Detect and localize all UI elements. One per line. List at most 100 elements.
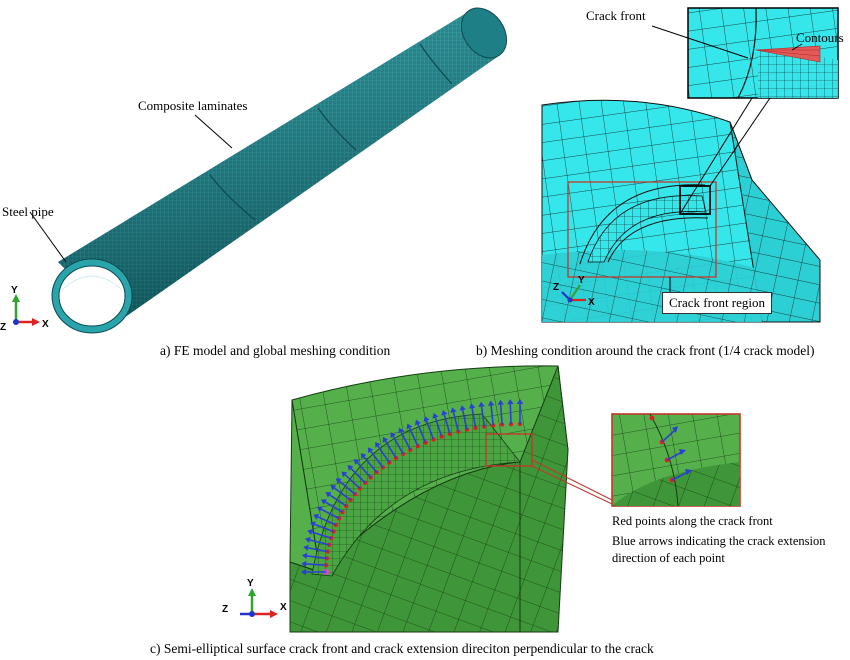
crack-extension-arrow	[350, 468, 366, 484]
crack-front-label: Crack front	[586, 8, 646, 23]
zoom-connector-2	[679, 97, 753, 215]
axis-triad-b: Z Y X	[553, 275, 595, 308]
crack-extension-arrowhead	[303, 544, 309, 552]
crack-extension-arrowhead	[301, 560, 307, 568]
svg-text:Y: Y	[247, 578, 254, 589]
crack-extension-arrow	[333, 487, 351, 501]
svg-text:Y: Y	[11, 285, 18, 296]
crack-block	[541, 99, 821, 323]
caption-b: b) Meshing condition around the crack fr…	[476, 343, 815, 358]
crack-extension-arrowhead	[301, 552, 308, 560]
crack-front-region-box	[567, 181, 717, 278]
zoom-connector-1	[709, 97, 771, 187]
steel-pipe-label: Steel pipe	[2, 204, 54, 219]
crack-extension-arrowhead	[497, 399, 504, 405]
composite-laminates-label: Composite laminates	[138, 98, 248, 113]
crack-extension-arrow	[384, 440, 397, 459]
composite-leader	[194, 114, 233, 149]
crack-extension-arrowhead	[423, 416, 430, 422]
caption-c: c) Semi-elliptical surface crack front a…	[150, 641, 654, 656]
crack-extension-arrow	[356, 462, 372, 479]
crack-extension-figure: Y Z X	[222, 365, 741, 633]
zoom-source-box-c	[485, 433, 533, 467]
crack-extension-arrow	[499, 404, 503, 425]
crack-extension-arrowhead	[316, 506, 323, 513]
crack-extension-arrow	[308, 547, 328, 553]
crack-extension-arrowhead	[390, 432, 397, 439]
crack-extension-arrow	[392, 436, 404, 455]
crack-extension-arrow	[443, 414, 451, 435]
crack-extension-arrow	[339, 480, 356, 495]
crack-extension-arrowhead	[398, 427, 405, 434]
red-points-note: Red points along the crack front	[612, 514, 773, 528]
crack-extension-arrow	[363, 456, 378, 473]
crack-extension-arrow	[320, 508, 340, 520]
crack-extension-arrowhead	[305, 536, 311, 544]
svg-text:Z: Z	[222, 604, 228, 615]
crack-extension-arrow	[377, 445, 390, 464]
axis-triad-c: Y Z X	[222, 578, 287, 618]
crack-extension-arrowhead	[307, 529, 313, 536]
pipe-body	[58, 7, 508, 322]
crack-extension-arrow	[309, 539, 330, 546]
crack-extension-arrow	[480, 406, 486, 427]
crack-extension-arrowhead	[375, 441, 381, 448]
crack-extension-arrowhead	[441, 409, 448, 416]
crack-extension-arrow	[329, 494, 347, 507]
crack-extension-arrowhead	[382, 436, 389, 443]
crack-extension-arrow	[306, 555, 327, 560]
crack-front-leader	[651, 25, 749, 59]
crack-extension-arrowhead	[360, 452, 367, 459]
svg-text:Z: Z	[553, 282, 559, 293]
axis-triad-a: Y Z X	[0, 285, 49, 333]
caption-a: a) FE model and global meshing condition	[160, 343, 391, 358]
contours-leader	[791, 43, 803, 51]
crack-extension-arrow	[311, 531, 332, 539]
crack-extension-arrowhead	[325, 492, 332, 498]
blue-arrows-note: Blue arrows indicating the crack extensi…	[612, 534, 826, 565]
crack-extension-arrow	[425, 420, 435, 440]
contours-label: Contours	[796, 30, 844, 45]
crack-extension-arrow	[400, 431, 412, 451]
crack-extension-arrow	[490, 405, 494, 426]
svg-text:X: X	[280, 602, 287, 613]
crack-extension-arrow	[370, 450, 384, 468]
svg-text:Z: Z	[0, 322, 6, 333]
crack-extension-arrow	[408, 427, 419, 447]
crack-extension-arrowhead	[406, 423, 413, 430]
crack-block-green	[289, 365, 569, 633]
crack-extension-arrowhead	[478, 401, 485, 408]
crack-extension-arrow	[461, 409, 468, 430]
crack-extension-arrowhead	[335, 478, 342, 484]
crack-extension-arrow	[417, 423, 427, 444]
zoom-connector-c2	[531, 465, 613, 505]
crack-extension-arrow	[509, 404, 512, 425]
zoom-connector-c1	[531, 459, 613, 501]
crack-extension-arrowhead	[516, 399, 524, 404]
crack-extension-arrows	[300, 399, 524, 576]
crack-extension-arrowhead	[313, 513, 320, 520]
svg-text:Y: Y	[578, 275, 585, 286]
crack-extension-arrowhead	[450, 407, 457, 414]
crack-extension-arrow	[452, 412, 460, 432]
crack-extension-arrowhead	[300, 568, 306, 576]
crack-front-point	[473, 425, 478, 431]
pipe-cross-section	[51, 258, 133, 334]
crack-extension-arrowhead	[347, 465, 354, 471]
crack-mesh-figure: Z Y X	[541, 7, 839, 323]
crack-front-point	[508, 422, 514, 427]
crack-extension-arrow	[344, 474, 361, 489]
crack-extension-arrow	[434, 417, 443, 437]
zoom-inset-c	[611, 413, 741, 507]
crack-extension-arrowhead	[468, 403, 476, 409]
crack-front-point	[324, 563, 329, 568]
crack-extension-arrowhead	[341, 471, 348, 478]
crack-extension-arrowhead	[459, 405, 466, 411]
crack-extension-arrow	[471, 408, 477, 429]
zoom-inset	[687, 7, 839, 99]
crack-front-point	[456, 429, 461, 434]
svg-text:X: X	[588, 297, 595, 308]
crack-extension-arrowhead	[353, 458, 360, 465]
crack-extension-arrowhead	[487, 400, 495, 406]
crack-extension-arrowhead	[507, 399, 514, 405]
